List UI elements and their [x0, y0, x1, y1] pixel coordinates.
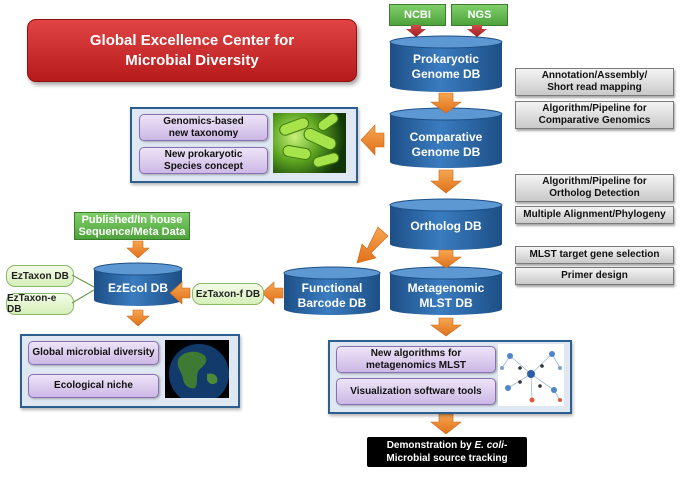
metagenomic-mlst-db-label: Metagenomic MLST DB — [390, 281, 502, 311]
comparative-pipeline-line1: Algorithm/Pipeline for — [542, 103, 647, 114]
ecology-item2: Ecological niche — [54, 380, 133, 391]
taxonomy-item1-line1: Genomics-based — [163, 115, 244, 127]
annotation-assembly-box: Annotation/Assembly/ Short read mapping — [515, 68, 674, 96]
alignment-line1: Multiple Alignment/Phylogeny — [523, 209, 666, 220]
arrow-functional-to-eztaxonf — [261, 281, 284, 305]
demo-prefix: Demonstration by — [386, 440, 475, 451]
comparative-pipeline-box: Algorithm/Pipeline for Comparative Genom… — [515, 101, 674, 129]
visualization-tools-box: Visualization software tools — [336, 378, 496, 405]
eztaxon-f-label: EzTaxon-f DB — [195, 288, 261, 300]
prokaryotic-genome-db-label: Prokaryotic Genome DB — [390, 52, 502, 82]
functional-line2: Barcode DB — [297, 296, 367, 310]
comparative-genome-db-cylinder — [389, 107, 503, 168]
mlst-selection-line1: MLST target gene selection — [529, 249, 660, 260]
comparative-genome-db-label: Comparative Genome DB — [390, 130, 502, 160]
ecological-niche-box: Ecological niche — [28, 374, 159, 398]
prokaryotic-line2: Genome DB — [411, 67, 481, 81]
taxonomy-item2-line1: New prokaryotic — [164, 148, 243, 160]
algorithms-item1-line1: New algorithms for — [370, 347, 462, 359]
functional-barcode-db-cylinder — [283, 266, 381, 315]
published-data-box: Published/In house Sequence/Meta Data — [74, 212, 190, 240]
bacteria-micrograph-image — [273, 113, 346, 173]
mlst-algorithms-box: New algorithms for metagenomics MLST — [336, 346, 496, 373]
genomics-taxonomy-box: Genomics-based new taxonomy — [139, 114, 268, 141]
ezecol-db-label: EzEcol DB — [94, 281, 182, 296]
comparative-line1: Comparative — [409, 130, 483, 144]
ortholog-line1: Ortholog DB — [410, 219, 482, 233]
ortholog-db-label: Ortholog DB — [390, 219, 502, 234]
algorithms-item1-line2: metagenomics MLST — [365, 359, 467, 371]
metagenomic-line2: MLST DB — [419, 296, 473, 310]
ortholog-db-cylinder — [389, 198, 503, 250]
ngs-label: NGS — [467, 9, 492, 21]
arrow-prokaryotic-to-comparative — [430, 92, 462, 114]
ortholog-pipeline-line1: Algorithm/Pipeline for — [542, 176, 647, 187]
primer-design-box: Primer design — [515, 267, 674, 285]
earth-globe-image — [165, 340, 229, 398]
network-graph — [500, 351, 562, 403]
demo-line1: Demonstration by E. coli- — [387, 439, 508, 452]
ncbi-label: NCBI — [404, 9, 431, 21]
banner-line2: Microbial Diversity — [125, 51, 259, 69]
center-title-banner: Global Excellence Center for Microbial D… — [27, 19, 357, 82]
demo-suffix: - — [503, 440, 508, 451]
arrow-ortholog-to-metagenomic — [430, 249, 462, 269]
taxonomy-item2-line2: Species concept — [164, 160, 243, 172]
multiple-alignment-box: Multiple Alignment/Phylogeny — [515, 206, 674, 224]
demo-line2: Microbial source tracking — [386, 453, 508, 464]
ortholog-pipeline-box: Algorithm/Pipeline for Ortholog Detectio… — [515, 174, 674, 202]
global-diversity-box: Global microbial diversity — [28, 341, 159, 365]
functional-line1: Functional — [301, 281, 363, 295]
arrow-comparative-to-ortholog — [430, 169, 462, 194]
eztaxon-e-label: EzTaxon-e DB — [7, 293, 57, 315]
ncbi-down-arrow — [406, 25, 426, 37]
eztaxon-f-db-box: EzTaxon-f DB — [192, 283, 264, 305]
demonstration-box: Demonstration by E. coli- Microbial sour… — [367, 437, 527, 467]
published-line2: Sequence/Meta Data — [78, 226, 186, 238]
species-concept-box: New prokaryotic Species concept — [139, 147, 268, 174]
arrow-algorithms-to-demo — [430, 413, 462, 435]
eztaxon-db-box: EzTaxon DB — [6, 265, 74, 287]
annotation-line2: Short read mapping — [547, 82, 642, 93]
mlst-target-selection-box: MLST target gene selection — [515, 246, 674, 264]
ezecol-line1: EzEcol DB — [107, 281, 168, 295]
demo-ecoli: E. coli — [474, 440, 504, 451]
eztaxon-label: EzTaxon DB — [11, 270, 69, 282]
arrow-metagenomic-to-algorithms — [430, 317, 462, 337]
taxonomy-item1-line2: new taxonomy — [168, 127, 239, 139]
primer-line1: Primer design — [561, 270, 628, 281]
annotation-line1: Annotation/Assembly/ — [541, 70, 648, 81]
eztaxon-e-db-box: EzTaxon-e DB — [6, 293, 74, 315]
globe-shape — [169, 344, 229, 398]
ngs-down-arrow — [467, 25, 487, 37]
algorithms-item2: Visualization software tools — [350, 385, 482, 397]
arrow-ezecol-to-ecology — [126, 309, 150, 327]
published-line1: Published/In house — [81, 214, 183, 226]
banner-line1: Global Excellence Center for — [89, 31, 295, 49]
prokaryotic-genome-db-cylinder — [389, 35, 503, 92]
metagenomic-line1: Metagenomic — [407, 281, 485, 295]
functional-barcode-db-label: Functional Barcode DB — [284, 281, 380, 311]
ortholog-pipeline-line2: Ortholog Detection — [549, 188, 640, 199]
arrow-ortholog-to-functional — [356, 226, 389, 264]
arrow-comparative-to-taxonomy — [360, 124, 385, 156]
ecology-item1: Global microbial diversity — [32, 347, 155, 358]
prokaryotic-line1: Prokaryotic — [412, 52, 480, 66]
comparative-line2: Genome DB — [411, 145, 481, 159]
arrow-eztaxonf-to-ezecol — [169, 281, 191, 305]
bacteria-shapes — [279, 113, 340, 168]
ezecol-db-cylinder — [93, 262, 183, 306]
arrow-published-to-ezecol — [126, 240, 150, 259]
network-visualization-image — [498, 344, 564, 406]
comparative-pipeline-line2: Comparative Genomics — [538, 115, 651, 126]
